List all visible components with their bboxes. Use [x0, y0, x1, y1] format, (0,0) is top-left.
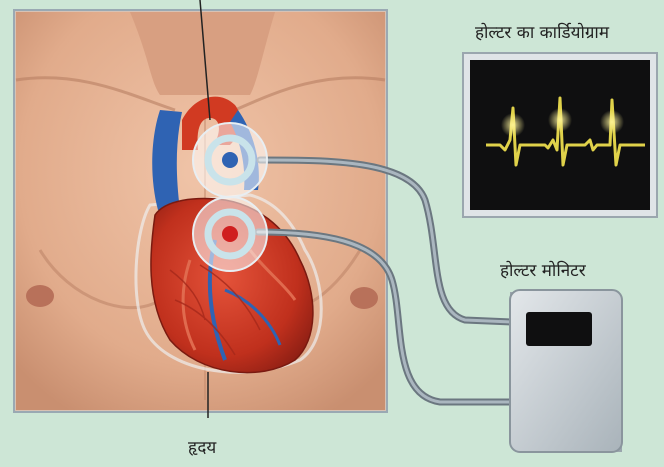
- monitor-label: होल्टर मोनिटर: [500, 258, 586, 281]
- heart-label: हृदय: [188, 435, 216, 458]
- holter-monitor-device: [510, 290, 622, 452]
- electrode-pad-lower: [193, 197, 267, 271]
- electrode-pad-upper: [193, 123, 267, 197]
- ecg-screen: [463, 53, 657, 217]
- ecg-title-label: होल्टर का कार्डियोग्राम: [475, 20, 609, 43]
